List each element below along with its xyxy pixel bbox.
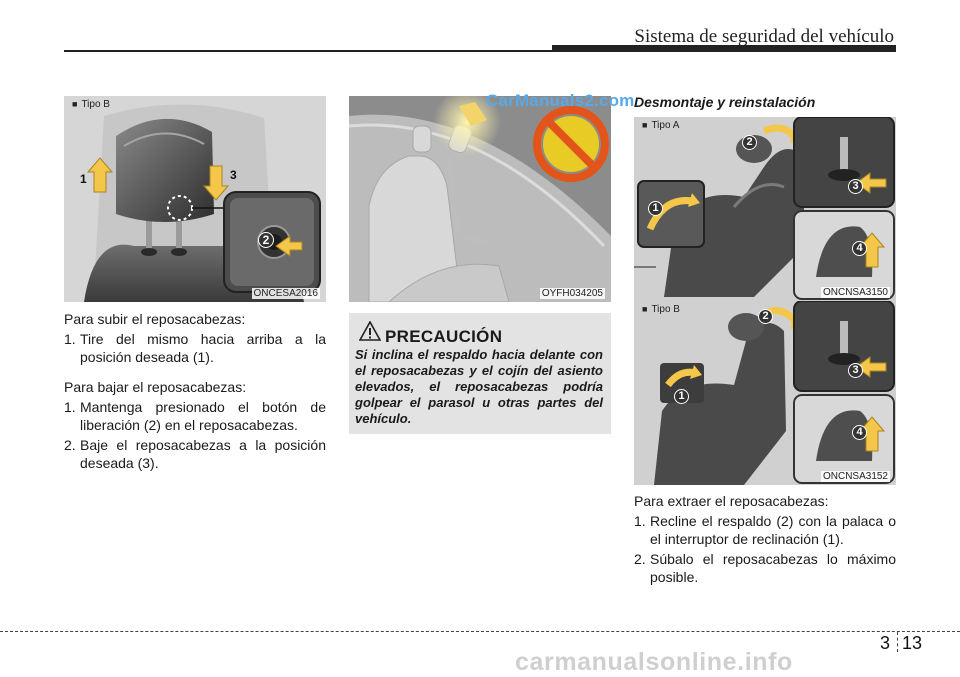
list-text: Súbalo el reposacabezas lo máximo posibl… [650, 551, 896, 585]
caution-body: Si inclina el respaldo hacia delante con… [355, 347, 603, 426]
figure-removal-type-a: Tipo A 1 2 3 4 ONCNSA3150 [634, 117, 896, 301]
callout-2: 2 [742, 135, 757, 150]
caution-title: PRECAUCIÓN [385, 327, 503, 346]
list-text: Mantenga presionado el botón de liberaci… [80, 399, 326, 433]
sunvisor-warning-illustration [349, 96, 611, 302]
callout-2: 2 [758, 309, 773, 324]
remove-intro: Para extraer el reposacabezas: [634, 493, 829, 509]
figure-type-label: Tipo B [72, 99, 110, 110]
list-number: 2. [634, 551, 646, 567]
figure-code: ONCNSA3152 [820, 471, 890, 482]
callout-3: 3 [848, 363, 863, 378]
figure-sunvisor-warning: OYFH034205 [349, 96, 611, 302]
watermark-carmanualsonline: carmanualsonline.info [515, 648, 793, 676]
removal-type-b-illustration [634, 301, 896, 485]
figure-code: ONCNSA3150 [820, 287, 890, 298]
remove-headrest-section: Para extraer el reposacabezas: 1. Reclin… [634, 492, 896, 586]
callout-1: 1 [674, 389, 689, 404]
list-text: Recline el respaldo (2) con la palaca o … [650, 513, 896, 547]
list-item: 2. Súbalo el reposacabezas lo máximo pos… [634, 550, 896, 586]
watermark-carmanuals2: CarManuals2.com [486, 91, 635, 110]
chapter-number: 3 [880, 633, 891, 653]
list-text: Tire del mismo hacia arriba a la posició… [80, 331, 326, 365]
page-number: 13 [902, 633, 923, 653]
callout-3: 3 [848, 179, 863, 194]
raise-intro: Para subir el reposacabezas: [64, 311, 246, 327]
warning-triangle-icon [359, 321, 381, 341]
figure-type-label: Tipo B [642, 304, 680, 315]
lower-intro: Para bajar el reposacabezas: [64, 379, 247, 395]
list-item: 1. Recline el respaldo (2) con la palaca… [634, 512, 896, 548]
removal-type-a-illustration [634, 117, 896, 301]
callout-2: 2 [258, 232, 274, 248]
page-number-separator [897, 632, 898, 652]
list-item: 1. Tire del mismo hacia arriba a la posi… [64, 330, 326, 366]
footer-rule [0, 631, 960, 632]
list-number: 1. [634, 513, 646, 529]
caution-box: PRECAUCIÓN Si inclina el respaldo hacia … [349, 313, 611, 434]
figure-headrest-adjust: Tipo B 1 2 3 ONCESA2016 [64, 96, 326, 302]
running-header-title: Sistema de seguridad del vehículo [634, 26, 894, 47]
header-rule-bold [552, 45, 896, 52]
figure-removal-type-b: Tipo B 1 2 3 4 ONCNSA3152 [634, 301, 896, 485]
list-text: Baje el reposacabezas a la posición dese… [80, 437, 326, 471]
callout-1: 1 [80, 172, 87, 186]
callout-1: 1 [648, 201, 663, 216]
callout-4: 4 [852, 425, 867, 440]
list-number: 2. [64, 437, 76, 453]
list-number: 1. [64, 331, 76, 347]
figure-code: ONCESA2016 [251, 288, 320, 299]
figure-code: OYFH034205 [539, 288, 605, 299]
list-item: 1. Mantenga presionado el botón de liber… [64, 398, 326, 434]
headrest-adjust-illustration [64, 96, 326, 302]
callout-4: 4 [852, 241, 867, 256]
section-heading: Desmontaje y reinstalación [634, 94, 816, 110]
header-rule [64, 50, 560, 52]
list-number: 1. [64, 399, 76, 415]
callout-3: 3 [230, 168, 237, 182]
figure-type-label: Tipo A [642, 120, 679, 131]
list-item: 2. Baje el reposacabezas a la posición d… [64, 436, 326, 472]
raise-headrest-section: Para subir el reposacabezas: 1. Tire del… [64, 310, 326, 472]
